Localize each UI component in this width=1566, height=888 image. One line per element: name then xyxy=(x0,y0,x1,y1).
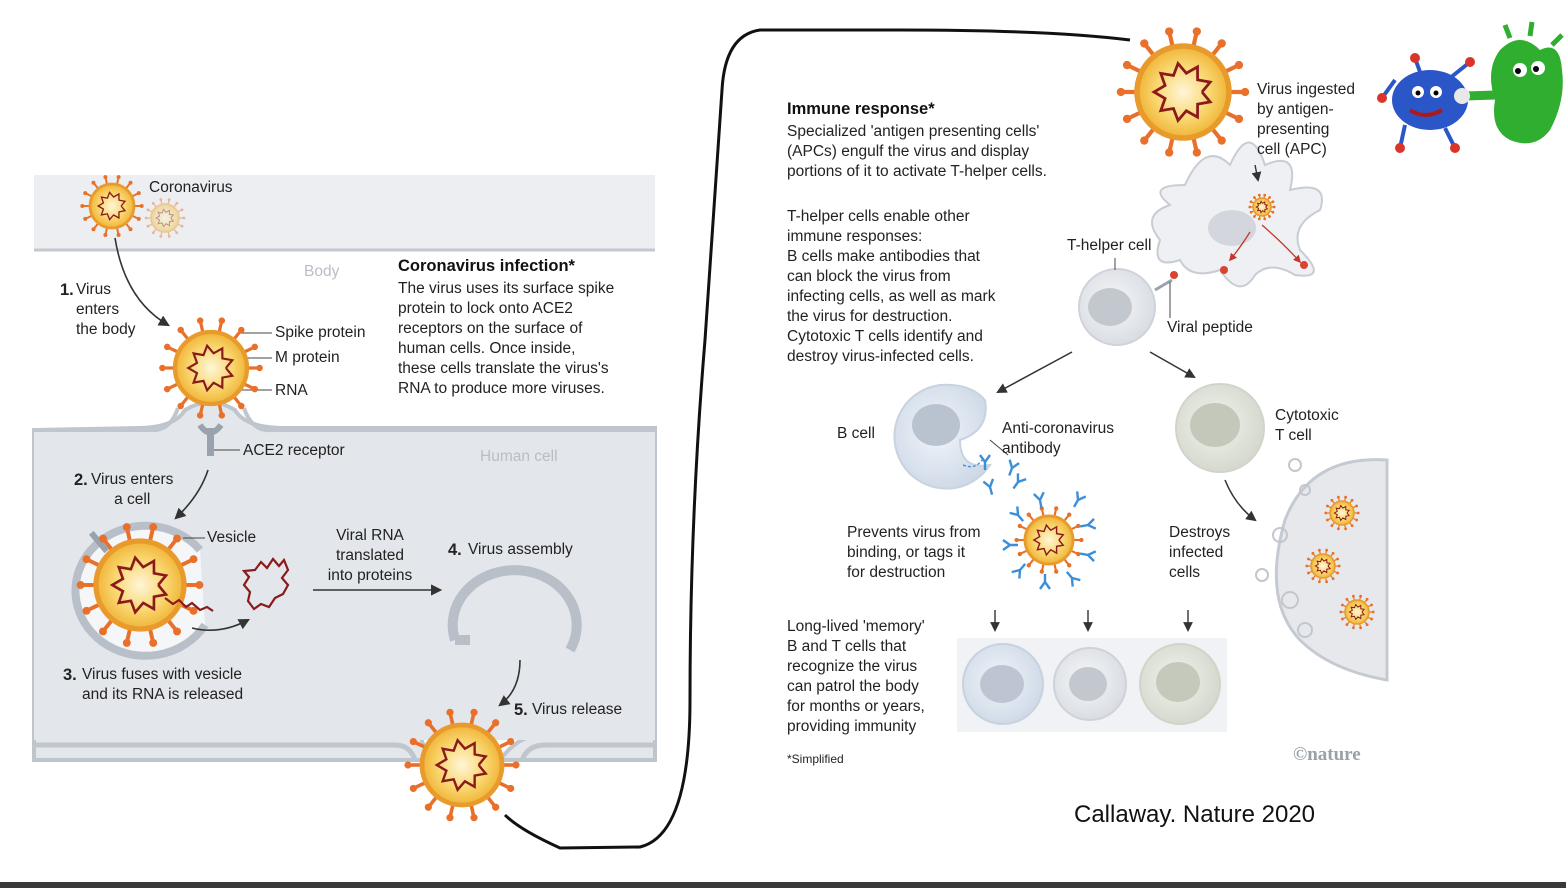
antibody-icon xyxy=(1011,563,1027,579)
antibody-icon xyxy=(1072,491,1087,508)
free-rna-strand xyxy=(241,557,290,611)
vesicle-virus-icon xyxy=(76,523,204,647)
antibody-icon xyxy=(1079,550,1097,562)
step3-text: Virus fuses with vesicle and its RNA is … xyxy=(82,666,244,703)
viral-peptide-label: Viral peptide xyxy=(1167,319,1253,336)
infection-description: The virus uses its surface spike protein… xyxy=(398,280,615,397)
cartoon-illustration xyxy=(1377,21,1564,153)
antibody-icon xyxy=(979,454,991,470)
immune-title: Immune response* xyxy=(787,100,935,118)
body-label: Body xyxy=(304,263,340,280)
coronavirus-label: Coronavirus xyxy=(149,179,233,196)
infection-title: Coronavirus infection* xyxy=(398,257,575,275)
step2-number: 2. xyxy=(74,471,88,489)
antibody-icon xyxy=(1033,491,1045,509)
immune-panel xyxy=(893,141,1389,732)
viral-rna-translated-label: Viral RNA translated into proteins xyxy=(327,527,413,584)
human-cell-label: Human cell xyxy=(480,448,558,465)
rna-label: RNA xyxy=(275,382,308,399)
infected-virus-3-icon xyxy=(1339,594,1375,630)
step1-text: Virus enters the body xyxy=(76,281,136,338)
destroys-label: Destroys infected cells xyxy=(1169,524,1231,581)
ace2-receptor-label: ACE2 receptor xyxy=(243,442,345,459)
m-protein-label: M protein xyxy=(275,349,340,366)
simplified-note: *Simplified xyxy=(787,752,844,766)
citation: Callaway. Nature 2020 xyxy=(1074,801,1316,828)
released-virus-icon xyxy=(404,708,520,822)
t-helper-label: T-helper cell xyxy=(1067,237,1152,254)
virus-ingested-label: Virus ingested by antigen- presenting ce… xyxy=(1257,81,1355,158)
infection-panel xyxy=(32,175,657,778)
antibody-icon xyxy=(1079,518,1097,530)
released-rna-tail xyxy=(164,597,214,612)
immune-body: T-helper cells enable other immune respo… xyxy=(787,208,996,365)
infected-virus-1-icon xyxy=(1324,495,1360,531)
antibody-coated-virus-icon xyxy=(1014,506,1084,574)
antibody-label: Anti-coronavirus antibody xyxy=(1002,420,1114,457)
bound-virus-icon xyxy=(159,317,263,419)
step2-text: Virus enters a cell xyxy=(91,471,174,508)
infected-virus-2-icon xyxy=(1305,548,1341,584)
cytotoxic-label: Cytotoxic T cell xyxy=(1275,407,1339,444)
antibody-icon xyxy=(1012,473,1027,490)
step1-number: 1. xyxy=(60,281,74,299)
ingested-virus-icon xyxy=(1248,193,1276,221)
step3-number: 3. xyxy=(63,666,77,684)
step4-text: Virus assembly xyxy=(468,541,573,558)
memory-label: Long-lived 'memory' B and T cells that r… xyxy=(787,618,925,735)
antibody-icon xyxy=(1002,539,1018,551)
immune-intro: Specialized 'antigen presenting cells' (… xyxy=(787,123,1047,180)
antibody-icon xyxy=(1008,459,1020,476)
apc-virus-icon xyxy=(1116,27,1250,157)
antibody-icon xyxy=(982,478,995,496)
b-cell-label: B cell xyxy=(837,425,875,442)
nature-logo: ©nature xyxy=(1293,744,1361,765)
step5-number: 5. xyxy=(514,701,528,719)
coronavirus-faded-icon xyxy=(144,198,186,238)
antibody-icon xyxy=(1065,571,1081,587)
prevents-label: Prevents virus from binding, or tags it … xyxy=(847,524,981,581)
coronavirus-icon xyxy=(80,175,144,237)
spike-protein-label: Spike protein xyxy=(275,324,366,341)
vesicle-label: Vesicle xyxy=(207,529,257,546)
step4-number: 4. xyxy=(448,541,462,559)
antibody-icon xyxy=(1009,506,1025,522)
step5-text: Virus release xyxy=(532,701,623,718)
bottom-bar xyxy=(0,882,1566,888)
antibody-icon xyxy=(1039,574,1051,590)
